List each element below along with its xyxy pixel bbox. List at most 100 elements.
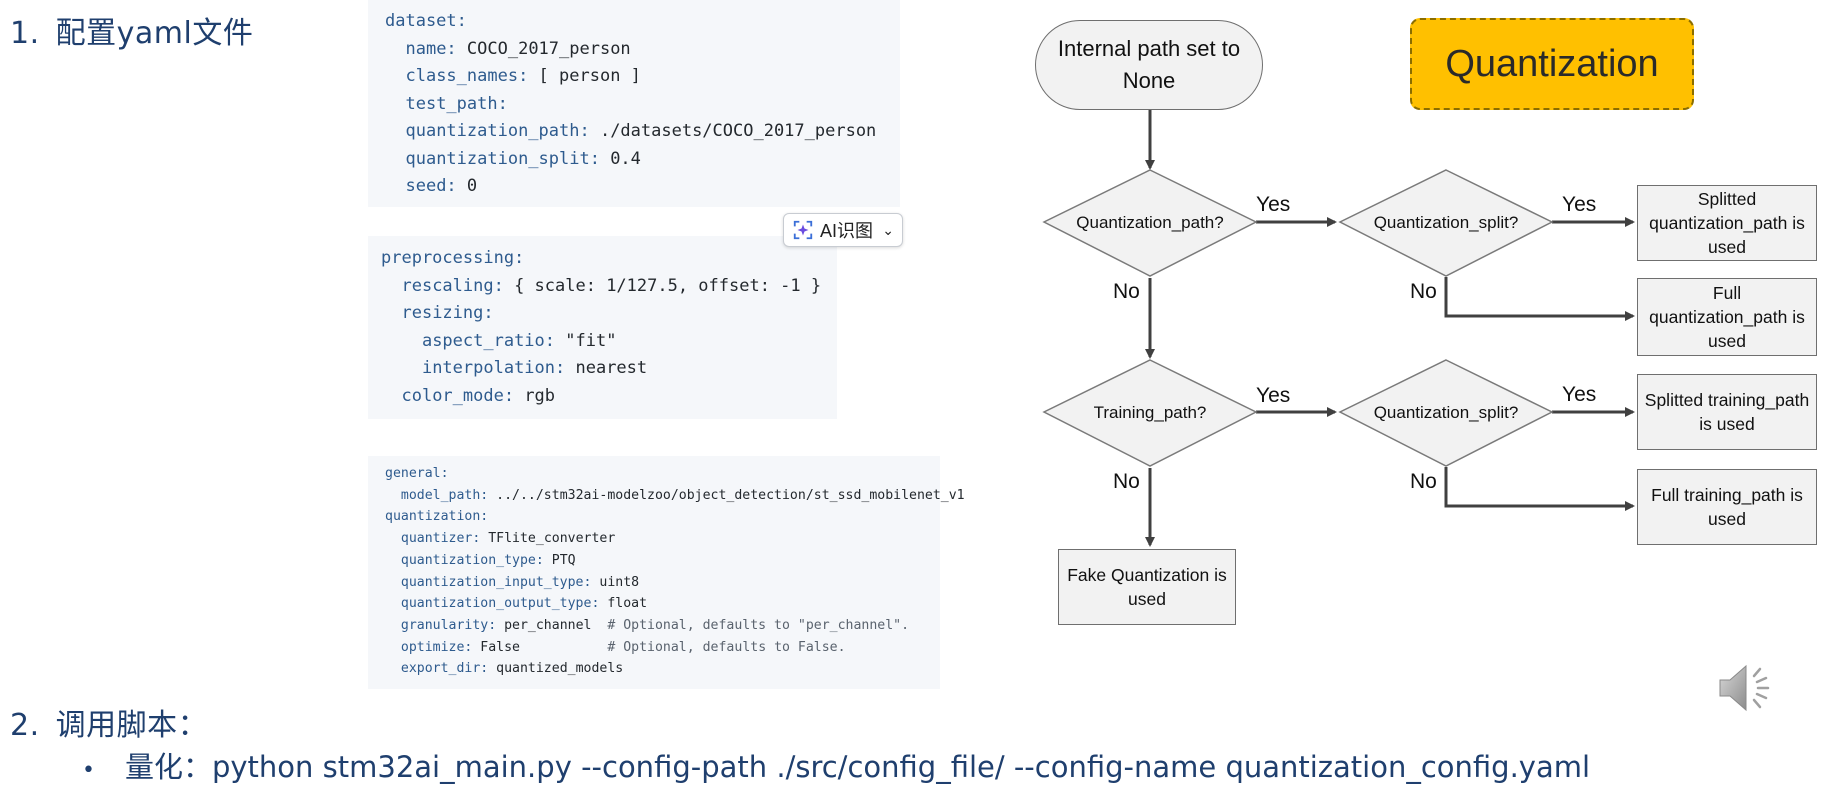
code-value: COCO_2017_person: [456, 38, 631, 59]
code-line: quantization:: [385, 506, 940, 528]
command-bullet: • 量化：python stm32ai_main.py --config-path…: [82, 744, 1590, 786]
no-label: No: [1113, 280, 1140, 303]
code-indent: [381, 303, 401, 323]
code-comment: # Optional, defaults to "per_channel".: [607, 617, 910, 633]
speaker-icon[interactable]: [1714, 656, 1778, 720]
diamond-label: Training_path?: [1094, 403, 1207, 422]
diamond-label: Quantization_split?: [1374, 213, 1519, 232]
chevron-down-icon[interactable]: ⌄: [882, 221, 894, 238]
code-key: preprocessing:: [381, 248, 525, 268]
code-line: quantizer: TFlite_converter: [385, 528, 940, 550]
code-key: quantization_path:: [405, 121, 590, 141]
code-key: name:: [405, 38, 457, 59]
code-value: { scale: 1/127.5, offset: -1 }: [503, 275, 822, 296]
code-indent: [385, 121, 405, 141]
ai-image-recognition-button[interactable]: AI识图 ⌄: [783, 213, 903, 247]
code-value: quantized_models: [488, 661, 624, 677]
code-value: 0: [456, 176, 478, 196]
diamond-label: Quantization_path?: [1076, 213, 1223, 232]
code-value: float: [599, 596, 648, 612]
code-key: rescaling:: [401, 275, 504, 296]
no-label: No: [1410, 280, 1437, 303]
code-key: general:: [385, 466, 449, 481]
code-comment: # Optional, defaults to False.: [607, 639, 846, 655]
code-key: model_path:: [400, 487, 489, 503]
start-node: Internal path set to None: [1035, 20, 1263, 110]
code-line: model_path: ../../stm32ai-modelzoo/objec…: [385, 485, 965, 507]
code-line: general:: [385, 463, 940, 485]
code-key: granularity:: [400, 617, 497, 633]
code-line: seed: 0: [385, 173, 900, 201]
code-line: quantization_output_type: float: [385, 593, 940, 615]
code-line: aspect_ratio: "fit": [381, 328, 837, 356]
code-value: PTQ: [543, 552, 576, 568]
yes-label: Yes: [1562, 193, 1596, 216]
yes-label: Yes: [1562, 383, 1596, 406]
code-key: quantization_type:: [400, 552, 544, 568]
code-indent: [381, 276, 401, 296]
code-line: granularity: per_channel # Optional, def…: [385, 615, 940, 637]
bullet-mark: •: [82, 758, 95, 783]
output-fake-quantization: Fake Quantization is used: [1058, 549, 1236, 625]
code-indent: [385, 94, 405, 114]
diamond-training-path: [1042, 359, 1258, 467]
code-indent: [385, 176, 405, 196]
diamond-label: Quantization_split?: [1374, 403, 1519, 422]
sparkle-icon: [793, 220, 813, 240]
heading-number: 2.: [10, 708, 40, 743]
code-indent: [385, 575, 401, 590]
diamond-quantization-path: [1042, 169, 1258, 277]
code-indent: [385, 596, 401, 611]
command-text: 量化：python stm32ai_main.py --config-path …: [124, 750, 1591, 784]
code-key: quantization_input_type:: [400, 574, 592, 590]
code-line: quantization_input_type: uint8: [385, 572, 940, 594]
code-value: "fit": [555, 330, 617, 351]
code-line: test_path:: [385, 91, 900, 119]
code-indent: [385, 39, 405, 59]
heading-text: 配置yaml文件: [55, 16, 254, 51]
code-indent: [385, 149, 405, 169]
code-value: 0.4: [599, 148, 641, 169]
code-key: aspect_ratio:: [421, 330, 556, 351]
code-indent: [385, 553, 401, 568]
code-block-dataset: dataset: name: COCO_2017_person class_na…: [368, 0, 900, 207]
code-line: rescaling: { scale: 1/127.5, offset: -1 …: [381, 273, 837, 301]
code-line: export_dir: quantized_models: [385, 658, 940, 680]
code-line: interpolation: nearest: [381, 355, 837, 383]
yes-label: Yes: [1256, 384, 1290, 407]
diamond-quantization-split-2: [1338, 359, 1554, 467]
code-value: TFlite_converter: [480, 531, 616, 547]
code-key: color_mode:: [401, 385, 515, 406]
code-indent: [385, 661, 401, 676]
code-line: preprocessing:: [381, 245, 837, 273]
no-label: No: [1410, 470, 1437, 493]
code-indent: [381, 331, 422, 351]
code-line: class_names: [ person ]: [385, 63, 900, 91]
code-line: optimize: False # Optional, defaults to …: [385, 637, 940, 659]
code-key: optimize:: [400, 639, 473, 655]
code-indent: [385, 531, 401, 546]
code-line: resizing:: [381, 300, 837, 328]
code-indent: [381, 358, 422, 378]
output-splitted-training-path: Splitted training_path is used: [1637, 374, 1817, 450]
code-key: quantizer:: [400, 531, 481, 547]
code-block-preprocessing: preprocessing: rescaling: { scale: 1/127…: [368, 236, 837, 419]
code-line: color_mode: rgb: [381, 383, 837, 411]
code-value: [ person ]: [528, 66, 641, 86]
code-key: seed:: [405, 176, 457, 196]
code-key: resizing:: [401, 303, 494, 323]
code-line: name: COCO_2017_person: [385, 36, 900, 64]
output-full-quantization-path: Full quantization_path is used: [1637, 278, 1817, 356]
code-key: dataset:: [385, 11, 467, 31]
code-indent: [381, 386, 401, 406]
code-value: ./datasets/COCO_2017_person: [589, 121, 877, 141]
code-value: nearest: [565, 358, 648, 378]
quantization-title-box: Quantization: [1410, 18, 1694, 110]
diamond-quantization-split-1: [1338, 169, 1554, 277]
code-value: rgb: [514, 385, 556, 406]
section-heading-2: 2.调用脚本：: [10, 700, 208, 744]
code-line: quantization_split: 0.4: [385, 146, 900, 174]
code-block-general: general: model_path: ../../stm32ai-model…: [368, 456, 965, 689]
code-key: interpolation:: [421, 358, 566, 378]
code-key: quantization_split:: [405, 148, 600, 169]
